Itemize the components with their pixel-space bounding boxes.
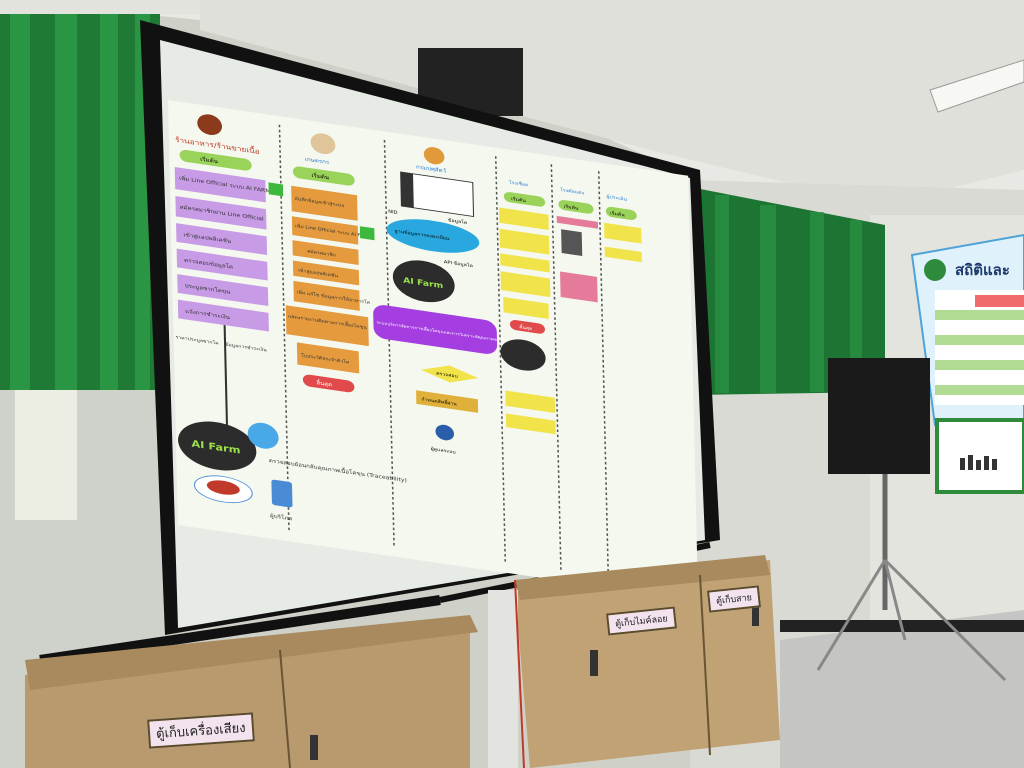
slide-col6-start: เริ่มต้น bbox=[610, 210, 626, 219]
ceiling-light bbox=[929, 59, 1024, 113]
slide-label: NID bbox=[388, 209, 398, 216]
slide-actor: ผู้ดูแลระบบ bbox=[431, 446, 456, 455]
slide-label: API ข้อมูลโค bbox=[444, 259, 473, 270]
projected-slide: ร้านอาหาร/ร้านขายเนื้อ เริ่มต้น เพิ่ม Li… bbox=[168, 100, 699, 601]
ai-farm-logo bbox=[178, 421, 257, 471]
slide-col3-title: กรมปศุสัตว์ bbox=[416, 163, 446, 175]
slide-col4-end: สิ้นสุด bbox=[519, 323, 532, 332]
floor bbox=[780, 610, 1024, 768]
chart-poster bbox=[935, 418, 1024, 494]
screen-bar bbox=[39, 595, 441, 665]
slide-database bbox=[386, 219, 480, 253]
slide-decision: ตรวจสอบ bbox=[436, 371, 458, 380]
slide-consumer: ผู้บริโภค bbox=[270, 512, 293, 522]
slide-label: ข้อมูลโค bbox=[448, 217, 468, 226]
slide-col5-title: โรงตัดแต่ง bbox=[560, 187, 584, 197]
slide-system bbox=[373, 305, 498, 354]
slide-col2-start: เริ่มต้น bbox=[311, 171, 329, 181]
slide-col4-title: โรงเชือด bbox=[509, 179, 529, 188]
slide-side-label: ข้อมูลการชำระเงิน bbox=[225, 342, 268, 354]
poster-title: สถิติและ bbox=[955, 261, 1010, 279]
slide-col2-step: สมัครสมาชิก bbox=[307, 249, 336, 259]
slide-col6-title: ผู้ประเมิน bbox=[606, 194, 627, 202]
right-curtain bbox=[680, 185, 885, 395]
slide-col2-step: เข้าสู่แอปพลิเคชัน bbox=[298, 268, 339, 279]
slide-col4-start: เริ่มต้น bbox=[511, 195, 527, 204]
slide-col5-start: เริ่มต้น bbox=[564, 203, 580, 212]
speaker bbox=[828, 358, 930, 474]
left-cabinet bbox=[25, 620, 470, 768]
slide-col2-end: สิ้นสุด bbox=[316, 379, 333, 389]
slide-col1-start: เริ่มต้น bbox=[200, 155, 218, 165]
slide-col2-title: เกษตรกร bbox=[305, 157, 329, 166]
